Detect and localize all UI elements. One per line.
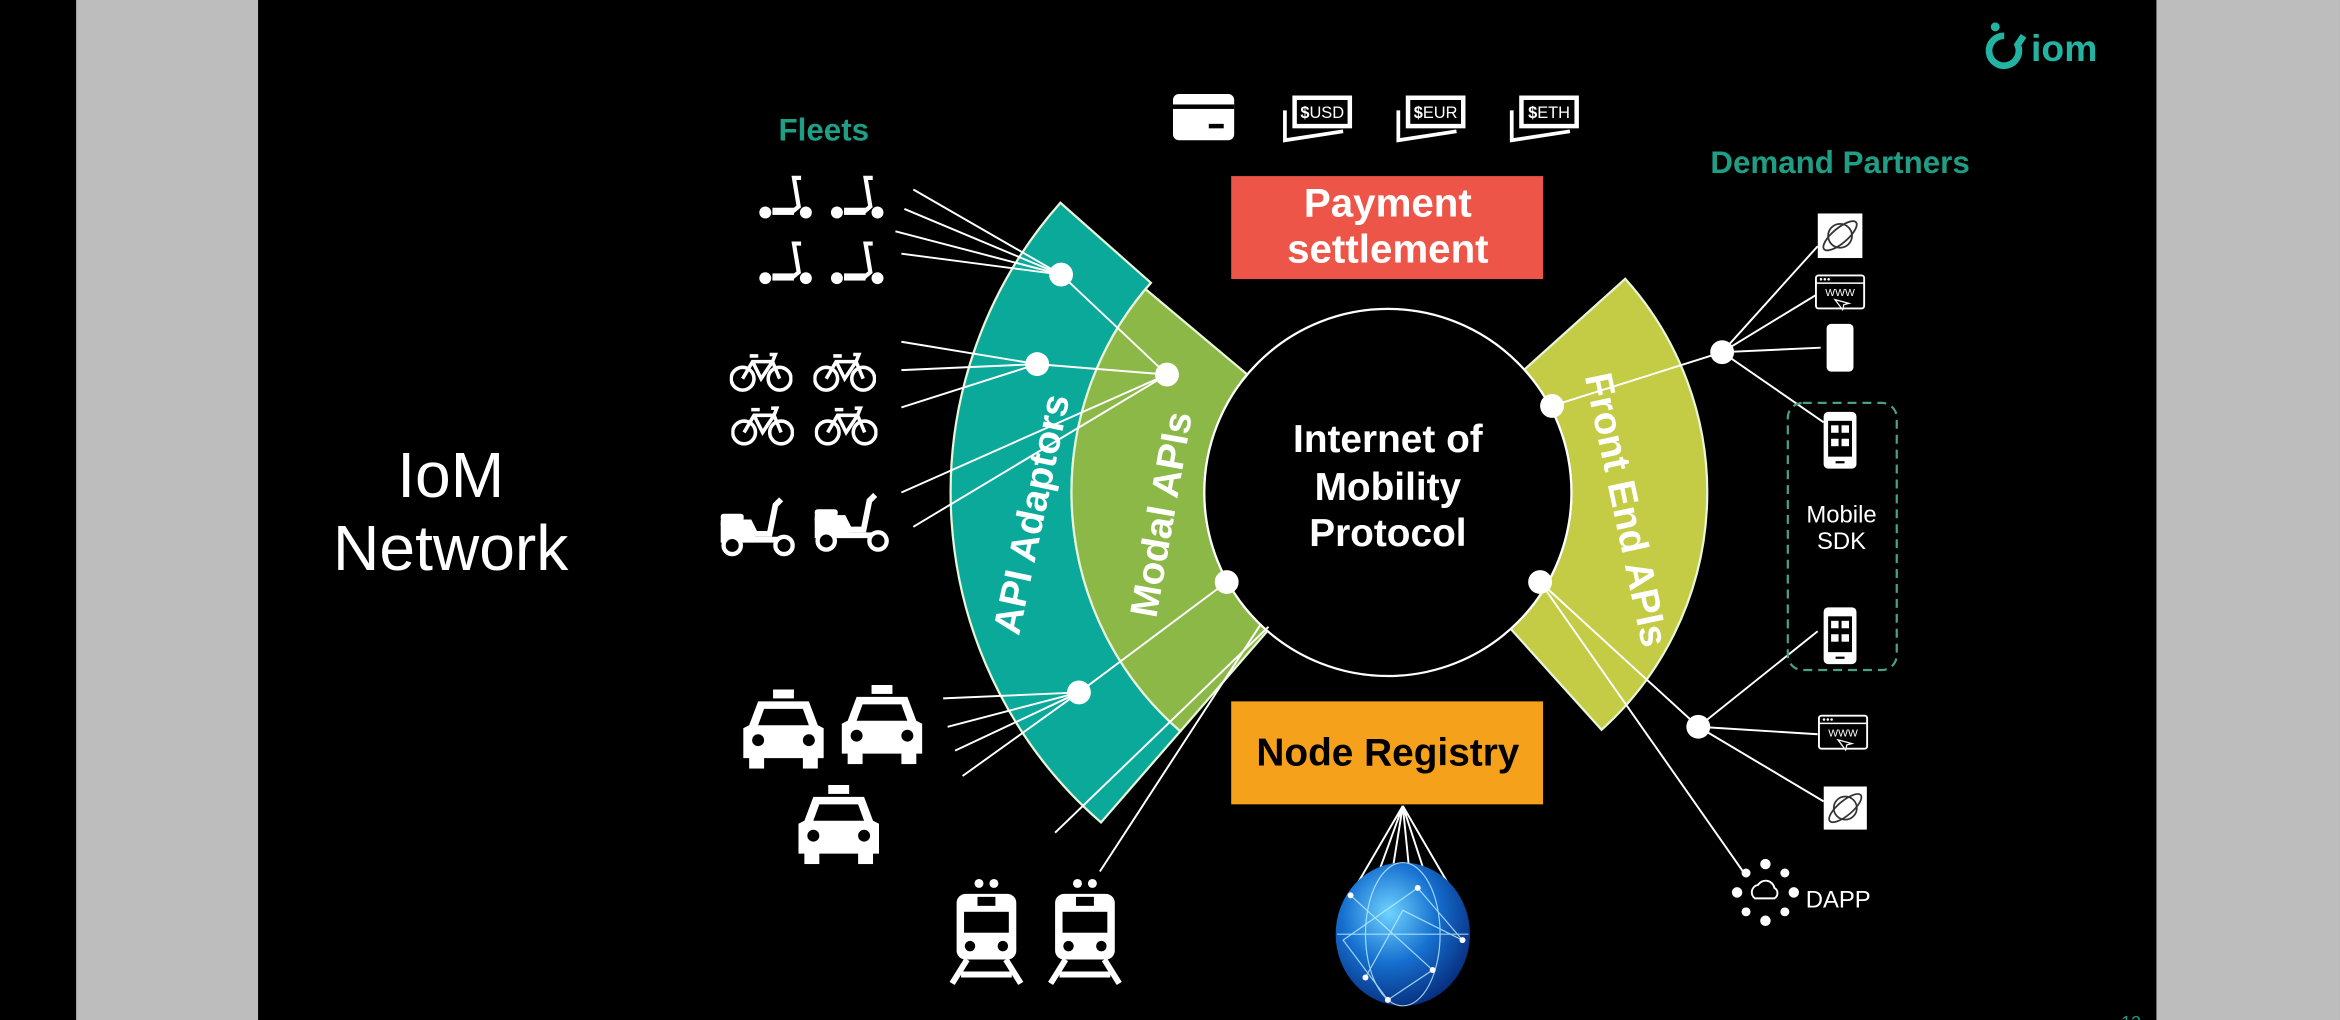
mobile-sdk-line1: Mobile (1806, 501, 1876, 528)
mobile-app-icon (1823, 607, 1857, 665)
payment-icons: $USD $EUR $ETH (1172, 93, 1581, 143)
currency-symbol: $ (1300, 104, 1309, 122)
node-dot (1049, 262, 1073, 287)
logo-drop-icon (1985, 32, 2027, 69)
node-dot (1528, 570, 1553, 594)
payment-line2: settlement (1287, 227, 1488, 272)
dapp-cloud-icon (1731, 858, 1800, 926)
svg-text:$ETH: $ETH (1528, 104, 1570, 122)
page-number: 12 (2121, 1012, 2141, 1020)
slide-title-line1: IoM (397, 439, 504, 511)
right-gutter (2156, 0, 2340, 1020)
payment-settlement-box: Payment settlement (1231, 176, 1544, 280)
node-registry-label: Node Registry (1256, 732, 1519, 775)
banknote-eth-icon: $ETH (1509, 93, 1581, 143)
planet-web-icon (1823, 786, 1867, 830)
fleets-label: Fleets (779, 112, 870, 147)
currency-symbol: $ (1528, 104, 1537, 122)
logo-text: iom (2031, 27, 2097, 69)
node-dot (1067, 680, 1091, 705)
currency-symbol: $ (1414, 104, 1423, 122)
mobile-sdk-group (1786, 401, 1898, 672)
smartphone-icon (1826, 323, 1854, 372)
iom-logo: iom (1985, 22, 2097, 69)
node-dot (1686, 714, 1711, 739)
left-gutter (76, 0, 259, 1020)
node-dot (1155, 362, 1179, 387)
currency-usd: USD (1309, 104, 1344, 122)
svg-text:$EUR: $EUR (1414, 104, 1458, 122)
www-browser-icon: WWW (1814, 274, 1866, 311)
mobile-sdk-line2: SDK (1817, 528, 1866, 555)
payment-line1: Payment (1304, 180, 1472, 225)
connection-lines (895, 188, 1825, 896)
currency-eth: ETH (1537, 104, 1570, 122)
node-registry-box: Node Registry (1231, 701, 1544, 805)
demand-partners-label: Demand Partners (1710, 145, 1969, 180)
slide-title-line2: Network (333, 512, 569, 584)
www-browser-icon: WWW (1817, 714, 1869, 751)
www-label: WWW (1825, 288, 1855, 299)
banknote-eur-icon: $EUR (1396, 93, 1468, 143)
svg-text:$USD: $USD (1300, 104, 1344, 122)
core-line3: Protocol (1309, 512, 1466, 555)
currency-eur: EUR (1423, 104, 1458, 122)
core-line1: Internet of (1293, 418, 1483, 461)
mobile-app-icon (1823, 411, 1857, 469)
node-dot (1214, 570, 1239, 594)
node-dot (1540, 393, 1564, 418)
core-line2: Mobility (1315, 466, 1462, 509)
left-margin (0, 0, 77, 1020)
node-dot (1710, 340, 1735, 365)
credit-card-icon (1172, 94, 1235, 141)
www-label: WWW (1828, 728, 1858, 739)
sectors (949, 201, 1709, 825)
globe-network-icon (1335, 861, 1470, 1007)
node-dot (1025, 352, 1050, 377)
planet-web-icon (1817, 213, 1863, 259)
dapp-label: DAPP (1806, 886, 1871, 913)
core-protocol-circle (1203, 307, 1573, 678)
banknote-usd-icon: $USD (1283, 93, 1354, 143)
network-nodes (1025, 262, 1735, 739)
